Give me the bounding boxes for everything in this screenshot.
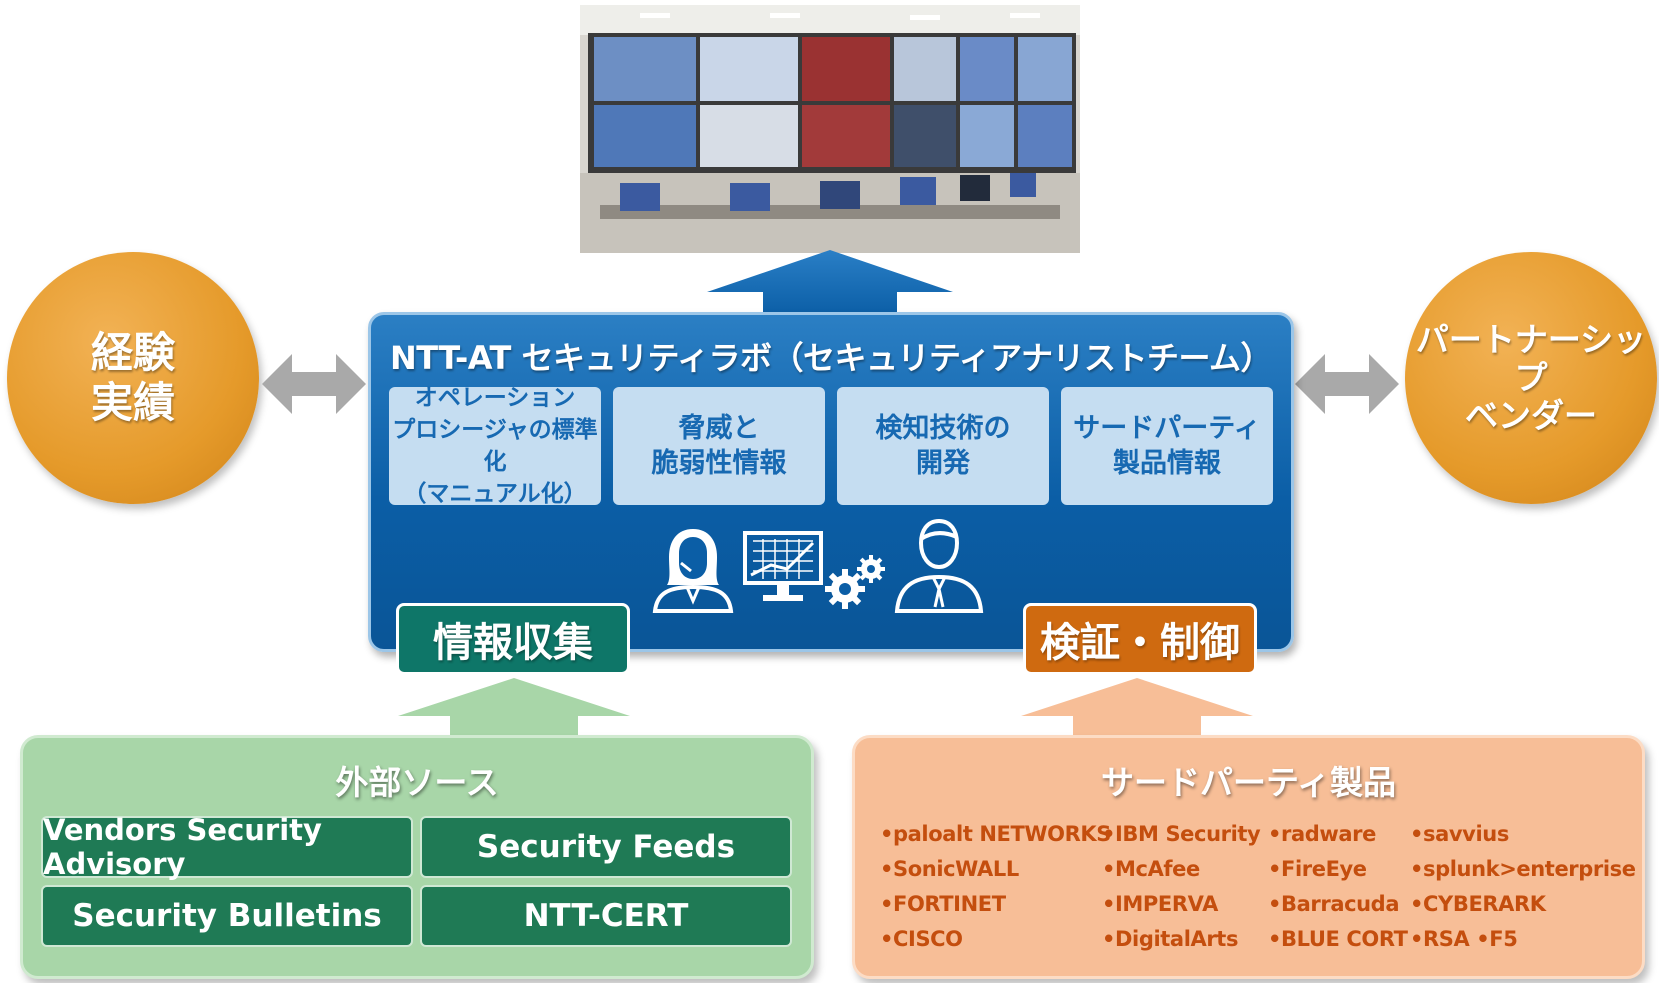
- soc-photo: [580, 5, 1080, 253]
- external-sources-title: 外部ソース: [335, 763, 499, 802]
- vendor-item: •Barracuda: [1268, 892, 1400, 916]
- cell-label: オペレーション プロシージャの標準化 （マニュアル化）: [392, 385, 598, 507]
- vendor-item: •McAfee: [1102, 857, 1200, 881]
- vendor-item: •IBM Security: [1102, 822, 1261, 846]
- vendor-item: •DigitalArts: [1102, 927, 1239, 951]
- experience-circle: 経験 実績: [7, 252, 259, 504]
- vendor-item: •FireEye: [1268, 857, 1367, 881]
- left-double-arrow: [262, 354, 366, 414]
- cell-threat-vulnerability: 脅威と 脆弱性情報: [613, 387, 825, 505]
- green-up-arrow: [398, 678, 630, 738]
- vendor-item: •FORTINET: [880, 892, 1006, 916]
- cell-label: 検知技術の 開発: [875, 413, 1011, 479]
- info-gathering-tab: 情報収集: [396, 603, 630, 675]
- up-arrow-to-photo: [707, 250, 953, 316]
- cell-third-party-info: サードパーティ 製品情報: [1061, 387, 1273, 505]
- vendor-item: •savvius: [1410, 822, 1509, 846]
- source-security-feeds: Security Feeds: [420, 816, 792, 878]
- cell-detection-development: 検知技術の 開発: [837, 387, 1049, 505]
- source-ntt-cert: NTT-CERT: [420, 885, 792, 947]
- source-label: Vendors Security Advisory: [43, 813, 322, 881]
- vendor-item: •splunk>enterprise: [1410, 857, 1636, 881]
- verification-control-label: 検証・制御: [1040, 620, 1240, 666]
- right-double-arrow: [1295, 354, 1399, 414]
- gears-icon: [825, 555, 885, 609]
- partner-vendor-circle: パートナーシップ ベンダー: [1405, 252, 1657, 504]
- source-label: Security Bulletins: [72, 898, 382, 934]
- cell-operation-procedure: オペレーション プロシージャの標準化 （マニュアル化）: [389, 385, 601, 507]
- source-label: Security Feeds: [476, 829, 736, 865]
- vendor-item: •RSA •F5: [1410, 927, 1518, 951]
- third-party-products-title: サードパーティ製品: [1100, 763, 1397, 802]
- experience-label: 経験 実績: [90, 328, 175, 427]
- vendor-item: •BLUE CORT: [1268, 927, 1408, 951]
- external-sources-box: 外部ソース Vendors Security Advisory Security…: [20, 735, 814, 979]
- partner-vendor-label: パートナーシップ ベンダー: [1415, 320, 1647, 435]
- vendor-item: •paloalt NETWORKS: [880, 822, 1111, 846]
- cell-label: サードパーティ 製品情報: [1073, 413, 1261, 479]
- source-security-bulletins: Security Bulletins: [41, 885, 413, 947]
- monitor-chart-icon: [743, 531, 823, 601]
- vendor-item: •IMPERVA: [1102, 892, 1218, 916]
- security-lab-title: NTT-AT セキュリティラボ（セキュリティアナリストチーム）: [389, 339, 1273, 377]
- vendor-item: •CISCO: [880, 927, 963, 951]
- verification-control-tab: 検証・制御: [1023, 603, 1257, 675]
- vendor-item: •SonicWALL: [880, 857, 1019, 881]
- male-analyst-icon: [894, 518, 984, 613]
- info-gathering-label: 情報収集: [433, 620, 593, 666]
- female-analyst-icon: [652, 529, 734, 613]
- cell-label: 脅威と 脆弱性情報: [651, 413, 787, 479]
- security-lab-box: NTT-AT セキュリティラボ（セキュリティアナリストチーム） オペレーション …: [368, 312, 1294, 652]
- source-label: NTT-CERT: [523, 898, 689, 934]
- orange-up-arrow: [1021, 678, 1253, 738]
- source-vendors-advisory: Vendors Security Advisory: [41, 813, 413, 881]
- vendor-item: •radware: [1268, 822, 1376, 846]
- vendor-item: •CYBERARK: [1410, 892, 1546, 916]
- third-party-products-box: サードパーティ製品 •paloalt NETWORKS •SonicWALL •…: [852, 735, 1645, 979]
